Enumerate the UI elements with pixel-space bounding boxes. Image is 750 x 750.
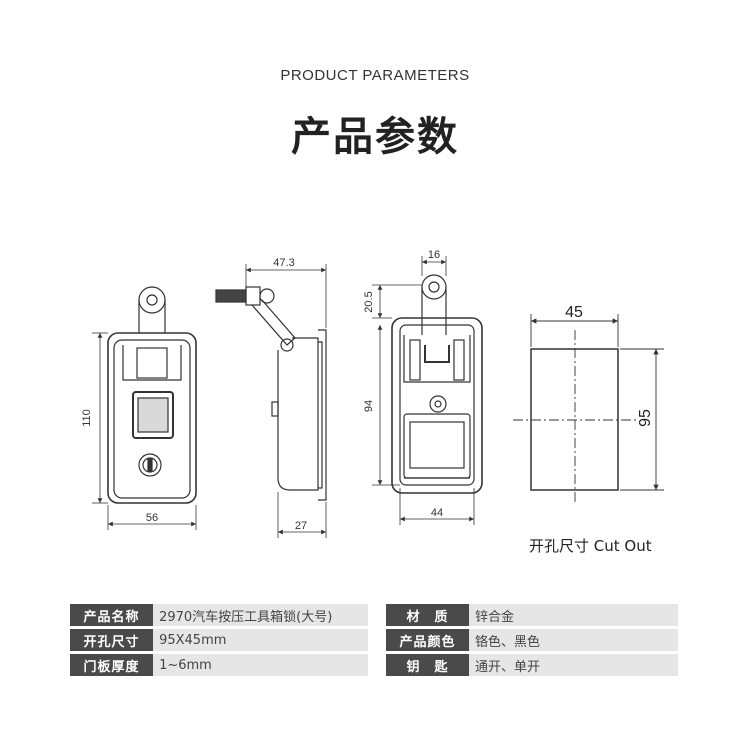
- spec-value: 通开、单开: [468, 654, 678, 676]
- table-row: 产品名称 2970汽车按压工具箱锁(大号) 材 质 锌合金: [70, 604, 678, 626]
- back-view-drawing: [391, 274, 483, 494]
- spec-value: 锌合金: [468, 604, 678, 626]
- spec-label: 门板厚度: [70, 654, 154, 676]
- section-title: 产品参数: [291, 114, 459, 160]
- spec-value: 铬色、黑色: [468, 629, 678, 651]
- side-view-dimensions: [245, 264, 327, 538]
- back-view-dimensions: [372, 256, 475, 525]
- spec-value: 2970汽车按压工具箱锁(大号): [153, 604, 369, 626]
- section-subtitle: PRODUCT PARAMETERS: [280, 67, 470, 84]
- spec-label: 材 质: [385, 604, 469, 626]
- spec-label: 开孔尺寸: [70, 629, 154, 651]
- cutout-caption: 开孔尺寸 Cut Out: [529, 537, 652, 555]
- spec-label: 产品颜色: [385, 629, 469, 651]
- front-view-dimensions: [92, 332, 197, 530]
- cutout-height-label: 95: [637, 409, 654, 427]
- front-view-drawing: [107, 286, 197, 504]
- side-bottom-width-label: 27: [295, 520, 307, 532]
- table-row: 门板厚度 1~6mm 钥 匙 通开、单开: [70, 654, 678, 676]
- side-top-width-label: 47.3: [273, 257, 294, 269]
- front-height-label: 110: [81, 409, 93, 427]
- back-offset-label: 20.5: [363, 291, 375, 312]
- spec-table: 产品名称 2970汽车按压工具箱锁(大号) 材 质 锌合金 开孔尺寸 95X45…: [70, 601, 678, 679]
- cutout-drawing: [513, 330, 636, 505]
- back-top-width-label: 16: [428, 249, 440, 261]
- spec-label: 产品名称: [70, 604, 154, 626]
- table-row: 开孔尺寸 95X45mm 产品颜色 铬色、黑色: [70, 629, 678, 651]
- front-width-label: 56: [146, 512, 158, 524]
- spec-value: 95X45mm: [153, 629, 369, 651]
- side-view-drawing: [215, 286, 327, 501]
- spec-value: 1~6mm: [153, 654, 369, 676]
- spec-label: 钥 匙: [385, 654, 469, 676]
- back-width-label: 44: [431, 507, 443, 519]
- cutout-width-label: 45: [565, 304, 583, 321]
- cutout-dimensions: [530, 314, 664, 491]
- back-height-label: 94: [363, 400, 375, 412]
- technical-drawings: 110 56 47.3 27: [81, 249, 664, 538]
